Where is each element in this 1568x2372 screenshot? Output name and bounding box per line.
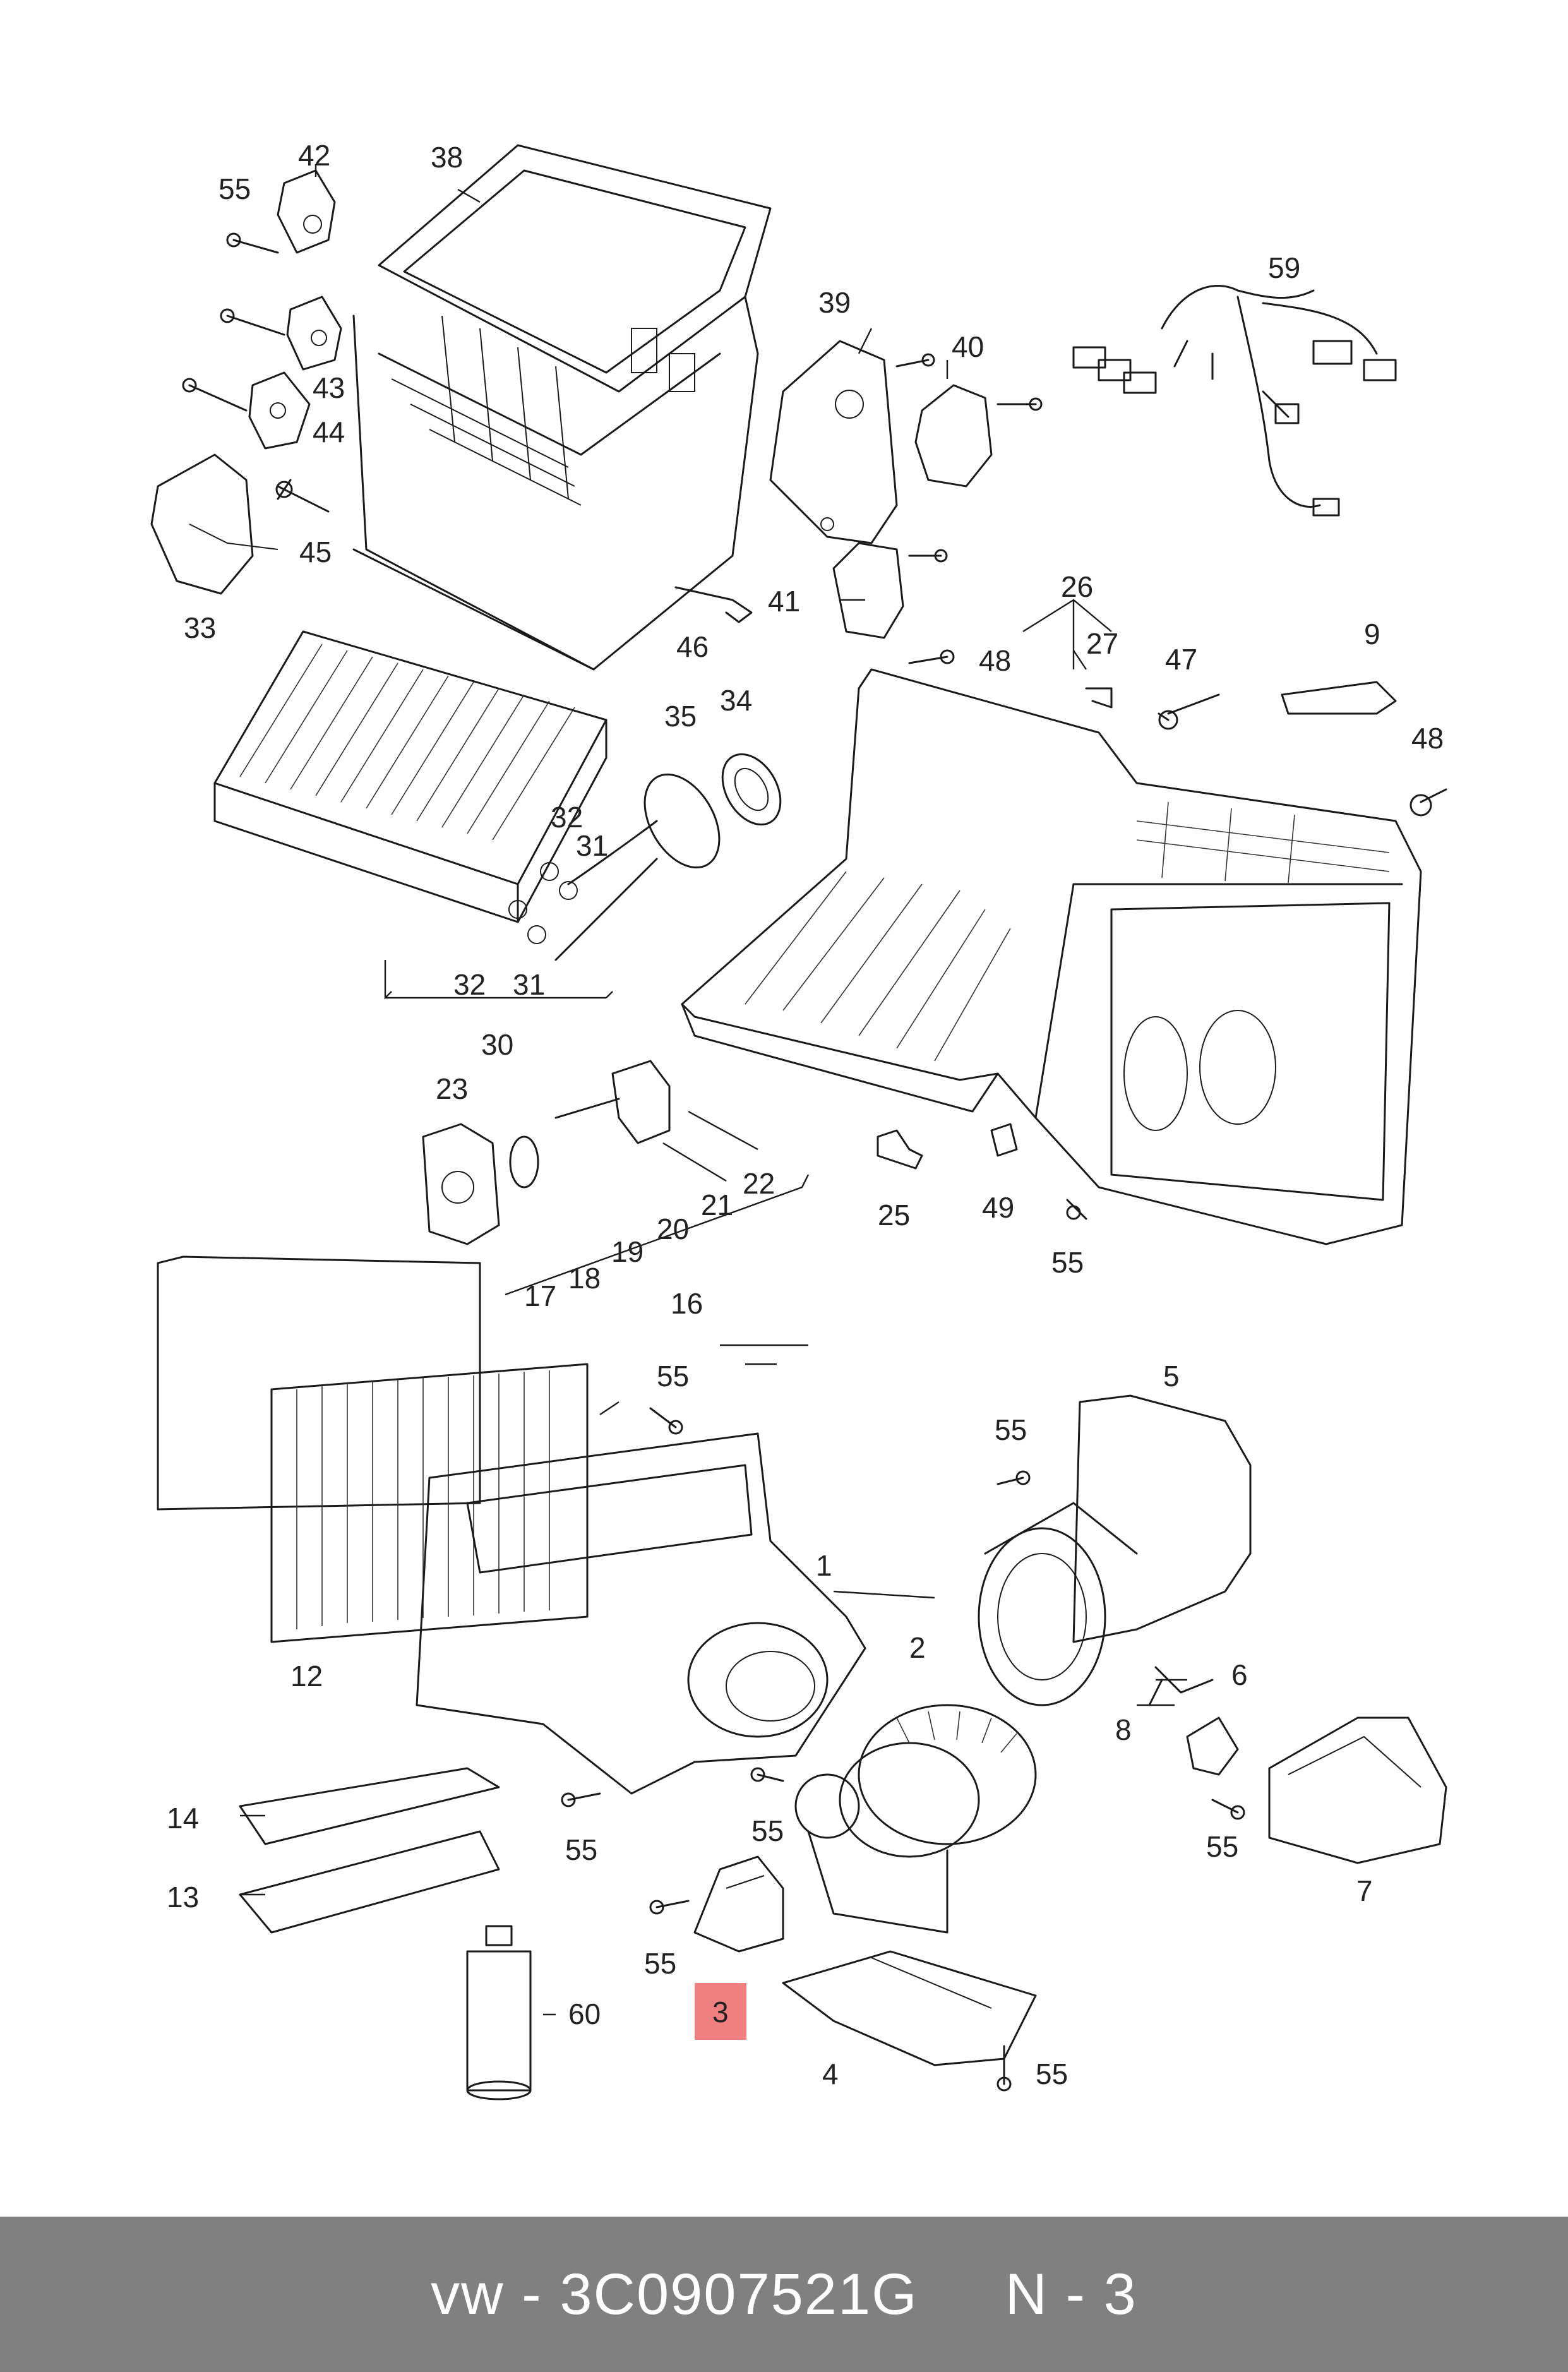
label-5: 5 bbox=[1163, 1360, 1180, 1393]
label-23: 23 bbox=[436, 1072, 468, 1105]
label-31b: 31 bbox=[513, 968, 545, 1001]
part-59-wiring-harness bbox=[1072, 285, 1397, 517]
label-4: 4 bbox=[822, 2058, 839, 2090]
label-3[interactable]: 3 bbox=[712, 1996, 729, 2028]
label-46: 46 bbox=[676, 630, 709, 663]
label-41: 41 bbox=[768, 585, 800, 618]
label-27: 27 bbox=[1086, 627, 1118, 660]
parts-9-27-47-48-fittings bbox=[1085, 681, 1447, 817]
part-46-clip bbox=[674, 586, 753, 623]
part-30-heat-exchanger bbox=[213, 630, 607, 923]
label-21: 21 bbox=[701, 1189, 733, 1221]
label-17: 17 bbox=[524, 1279, 556, 1312]
label-18: 18 bbox=[568, 1262, 601, 1295]
label-26: 26 bbox=[1061, 570, 1093, 603]
part-13-seal bbox=[239, 1830, 500, 1934]
label-55-e: 55 bbox=[565, 1833, 597, 1866]
label-47: 47 bbox=[1165, 643, 1197, 676]
label-48b: 48 bbox=[1411, 722, 1444, 755]
part-6-actuator bbox=[1186, 1716, 1239, 1776]
part-41-actuator bbox=[832, 542, 904, 639]
part-40-actuator bbox=[914, 384, 993, 488]
label-42: 42 bbox=[298, 139, 330, 172]
label-55-g: 55 bbox=[1206, 1830, 1238, 1863]
label-59: 59 bbox=[1268, 251, 1300, 284]
label-14: 14 bbox=[167, 1802, 199, 1835]
label-44: 44 bbox=[313, 416, 345, 448]
part-43-actuator bbox=[286, 296, 342, 371]
label-31a: 31 bbox=[576, 829, 608, 862]
label-38: 38 bbox=[431, 141, 463, 174]
label-25: 25 bbox=[878, 1199, 910, 1231]
part-49-bracket bbox=[990, 1123, 1087, 1220]
label-55-c: 55 bbox=[657, 1360, 689, 1393]
part-25-sensor bbox=[877, 1129, 923, 1170]
part-12-cabin-filter bbox=[157, 1255, 589, 1643]
label-45: 45 bbox=[299, 536, 332, 568]
label-12: 12 bbox=[290, 1660, 323, 1692]
part-7-duct bbox=[1268, 1716, 1447, 1864]
highlight-box bbox=[695, 1983, 746, 2040]
part-33-cover bbox=[150, 453, 278, 595]
part-5-blower-cover bbox=[978, 1394, 1252, 1706]
label-55: 55 bbox=[218, 172, 251, 205]
screws-upper-left bbox=[182, 232, 285, 412]
part-39-actuator bbox=[769, 340, 898, 544]
label-55-b: 55 bbox=[1051, 1246, 1084, 1279]
part-number-footer: vw - 3C0907521G N - 3 bbox=[0, 2217, 1568, 2372]
label-39: 39 bbox=[818, 286, 851, 319]
label-55-h: 55 bbox=[644, 1947, 676, 1980]
part-4-lower-cover bbox=[782, 1950, 1037, 2066]
label-34: 34 bbox=[720, 684, 752, 717]
part-1-lower-housing bbox=[416, 1432, 866, 1795]
label-19: 19 bbox=[611, 1235, 643, 1268]
part-14-seal bbox=[239, 1767, 500, 1845]
label-60: 60 bbox=[568, 1998, 601, 2030]
part-44-actuator bbox=[248, 371, 311, 450]
part-8-linkage bbox=[1148, 1666, 1214, 1706]
part-45-sensor bbox=[275, 479, 330, 513]
part-number-caption: vw - 3C0907521G N - 3 bbox=[431, 2261, 1137, 2327]
parts-diagram: 38 42 55 43 44 45 33 39 40 41 46 48 59 2… bbox=[150, 139, 1447, 2100]
part-26-air-distribution-housing bbox=[681, 668, 1422, 1245]
label-30: 30 bbox=[481, 1028, 513, 1061]
label-35: 35 bbox=[664, 700, 697, 733]
label-55-f: 55 bbox=[751, 1814, 784, 1847]
label-7: 7 bbox=[1356, 1874, 1373, 1907]
label-1: 1 bbox=[816, 1549, 832, 1582]
label-33: 33 bbox=[184, 611, 216, 644]
parts-31-32-pipes bbox=[508, 820, 658, 961]
part-42-actuator bbox=[277, 169, 336, 254]
part-23-seal bbox=[422, 1123, 500, 1245]
part-labels: 38 42 55 43 44 45 33 39 40 41 46 48 59 2… bbox=[167, 139, 1444, 2090]
screws-top-middle bbox=[895, 353, 1043, 664]
part-2-blower-motor bbox=[794, 1704, 1037, 1934]
label-9: 9 bbox=[1364, 618, 1380, 650]
label-6: 6 bbox=[1231, 1658, 1248, 1691]
part-34-gasket bbox=[721, 753, 782, 826]
label-16: 16 bbox=[671, 1287, 703, 1320]
label-49: 49 bbox=[982, 1191, 1014, 1224]
part-60-oil-bottle bbox=[466, 1925, 532, 2100]
label-13: 13 bbox=[167, 1881, 199, 1914]
part-22-valve bbox=[554, 1060, 671, 1144]
label-48a: 48 bbox=[979, 644, 1011, 677]
label-43: 43 bbox=[313, 371, 345, 404]
leader-lines bbox=[240, 164, 1187, 2016]
label-20: 20 bbox=[657, 1213, 689, 1245]
label-32a: 32 bbox=[551, 801, 583, 834]
label-32b: 32 bbox=[453, 968, 486, 1001]
part-17-gasket bbox=[509, 1135, 539, 1189]
label-2: 2 bbox=[909, 1631, 926, 1664]
part-38-heater-housing bbox=[352, 144, 772, 671]
label-8: 8 bbox=[1115, 1713, 1132, 1746]
part-35-gasket bbox=[643, 773, 721, 869]
label-22: 22 bbox=[743, 1167, 775, 1200]
screws-lower bbox=[561, 1407, 1245, 2092]
part-3-blower-resistor bbox=[693, 1855, 784, 1953]
label-55-d: 55 bbox=[995, 1413, 1027, 1446]
label-40: 40 bbox=[952, 330, 984, 363]
label-55-i: 55 bbox=[1036, 2058, 1068, 2090]
